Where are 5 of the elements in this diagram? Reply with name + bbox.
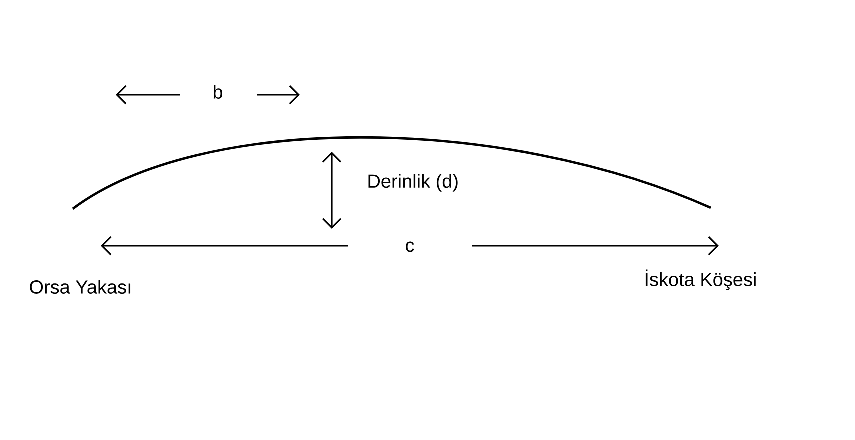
dimension-label: b (214, 85, 222, 99)
dimension-label: Derinlik (d) (368, 174, 458, 192)
point-label: İskota Köşesi (646, 270, 756, 290)
dimension-label: c (406, 242, 414, 252)
point-label: Orsa Yakası (30, 280, 131, 294)
